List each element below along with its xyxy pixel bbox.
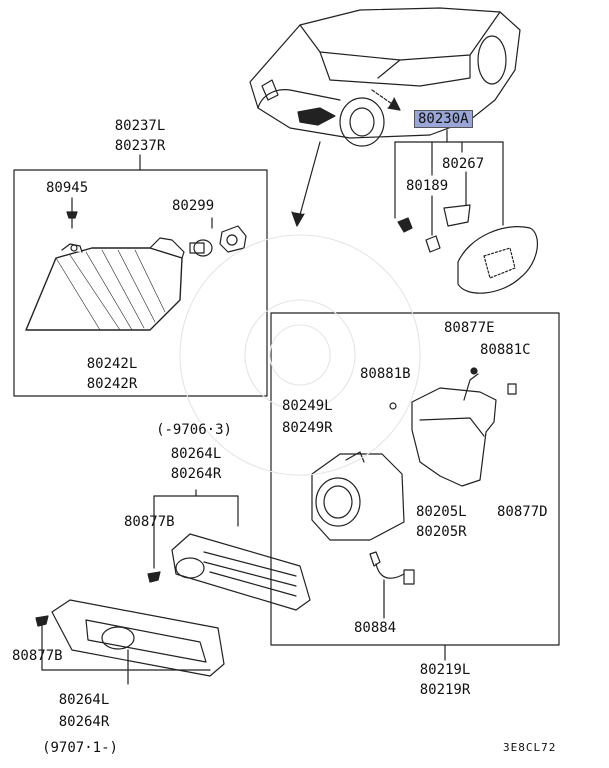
label-80219l: 80219L — [419, 662, 471, 678]
corner-lamp-illustration — [25, 237, 185, 331]
fog-lamp-body — [311, 451, 405, 541]
label-80877b-early: 80877B — [124, 514, 175, 530]
corner-lamp-frame — [13, 169, 268, 397]
bulb-80299 — [189, 217, 247, 257]
label-80230a[interactable]: 80230A — [414, 110, 473, 128]
label-80264l-early: 80264L — [170, 446, 222, 462]
label-80877b-late: 80877B — [12, 648, 63, 664]
screw-80877b-early — [147, 519, 161, 583]
car-illustration — [249, 7, 521, 147]
label-80249l: 80249L — [282, 398, 333, 414]
label-80189: 80189 — [406, 178, 449, 194]
label-80299: 80299 — [172, 198, 215, 214]
label-80264l-late: 80264L — [58, 692, 110, 708]
label-80881c: 80881C — [480, 342, 531, 358]
label-80264r-early: 80264R — [170, 466, 222, 482]
fog-lamp-frame — [270, 312, 560, 646]
label-80881b: 80881B — [360, 366, 411, 382]
fog-lamp-bracket — [389, 367, 517, 487]
fog-harness — [369, 551, 415, 619]
label-80249r: 80249R — [282, 420, 333, 436]
label-80945: 80945 — [46, 180, 89, 196]
grille-early — [153, 489, 311, 611]
label-80877d: 80877D — [497, 504, 548, 520]
label-date-late: (9707·1-) — [42, 740, 118, 756]
label-80267: 80267 — [442, 156, 485, 172]
grille-late — [41, 599, 225, 685]
label-80219r: 80219R — [419, 682, 471, 698]
screw-80877b-late — [35, 615, 49, 627]
label-80237l: 80237L — [114, 118, 166, 134]
diagram-code: 3E8CL72 — [503, 741, 557, 754]
pointer-arrows — [291, 89, 401, 227]
label-80205l: 80205L — [416, 504, 467, 520]
label-80877e: 80877E — [444, 320, 495, 336]
label-80205r: 80205R — [416, 524, 467, 540]
side-lamp-parts — [397, 204, 538, 294]
watermark-seal — [179, 234, 421, 476]
label-80242r: 80242R — [86, 376, 138, 392]
label-80884: 80884 — [354, 620, 397, 636]
label-80237r: 80237R — [114, 138, 166, 154]
label-80242l: 80242L — [86, 356, 138, 372]
screw-80945 — [66, 197, 78, 229]
label-date-early: (-9706·3) — [156, 422, 232, 438]
label-80264r-late: 80264R — [58, 714, 110, 730]
side-lamp-tree — [394, 129, 504, 236]
